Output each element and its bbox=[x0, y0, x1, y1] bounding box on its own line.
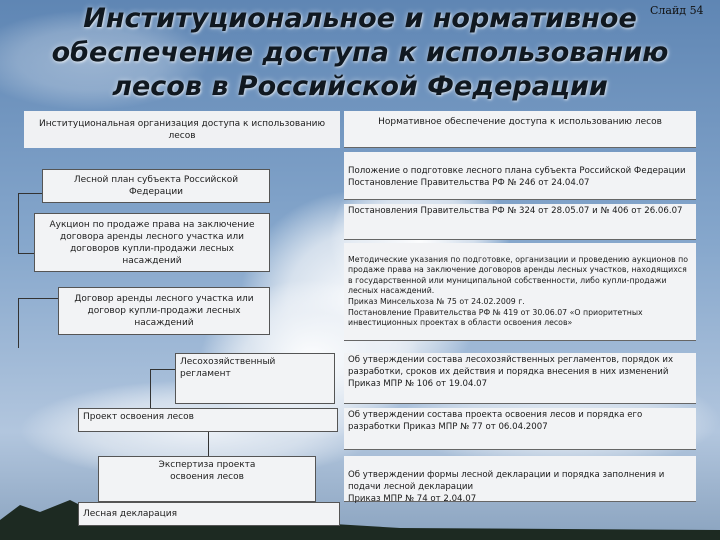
connector-line bbox=[150, 369, 151, 413]
lease-contract-box: Договор аренды лесного участка или догов… bbox=[58, 287, 270, 335]
connector-line bbox=[208, 431, 209, 457]
forest-development-project-box: Проект освоения лесов bbox=[78, 408, 338, 432]
declaration-act: Об утверждении формы лесной декларации и… bbox=[344, 456, 696, 504]
connector-line bbox=[18, 298, 58, 299]
regulation-text: Методические указания по подготовке, орг… bbox=[348, 254, 689, 328]
box-text: Экспертиза проекта освоения лесов bbox=[158, 460, 256, 482]
slide-title-line: Институциональное и нормативное bbox=[83, 3, 637, 34]
forest-declaration-box: Лесная декларация bbox=[78, 502, 340, 526]
regulation-text: Об утверждении формы лесной декларации и… bbox=[348, 470, 665, 504]
right-header-text: Нормативное обеспечение доступа к исполь… bbox=[378, 117, 662, 127]
connector-line bbox=[18, 298, 19, 348]
slide-title: Институциональное и нормативное обеспече… bbox=[20, 2, 700, 104]
regulation-text: Положение о подготовке лесного плана суб… bbox=[348, 166, 686, 188]
connector-line bbox=[18, 193, 42, 194]
left-header-text: Институциональная организация доступа к … bbox=[38, 118, 326, 141]
box-text: Лесохозяйственный регламент bbox=[180, 357, 276, 379]
box-text: Аукцион по продаже права на заключение д… bbox=[49, 219, 255, 266]
connector-line bbox=[18, 253, 34, 254]
contract-regulation: Методические указания по подготовке, орг… bbox=[344, 243, 696, 341]
regulation-text: Постановления Правительства РФ № 324 от … bbox=[348, 206, 683, 216]
left-column-header: Институциональная организация доступа к … bbox=[24, 111, 340, 148]
forestry-regulation-act: Об утверждении состава лесохозяйственных… bbox=[344, 353, 696, 404]
box-text: Проект освоения лесов bbox=[83, 412, 194, 422]
regulation-text: Об утверждении состава проекта освоения … bbox=[348, 410, 643, 432]
regulation-text: Об утверждении состава лесохозяйственных… bbox=[348, 355, 674, 389]
forestry-regulation-box: Лесохозяйственный регламент bbox=[175, 353, 335, 404]
auction-box: Аукцион по продаже права на заключение д… bbox=[34, 213, 270, 272]
project-expertise-box: Экспертиза проекта освоения лесов bbox=[98, 456, 316, 502]
slide-number: Слайд 54 bbox=[650, 4, 704, 17]
connector-line bbox=[150, 369, 175, 370]
right-column-header: Нормативное обеспечение доступа к исполь… bbox=[344, 111, 696, 148]
forest-plan-box: Лесной план субъекта Российской Федераци… bbox=[42, 169, 270, 203]
box-text: Лесной план субъекта Российской Федераци… bbox=[73, 175, 239, 197]
connector-line bbox=[18, 193, 19, 253]
box-text: Лесная декларация bbox=[83, 509, 178, 519]
development-project-act: Об утверждении состава проекта освоения … bbox=[344, 408, 696, 450]
forest-plan-regulation: Положение о подготовке лесного плана суб… bbox=[344, 152, 696, 200]
slide-title-line: лесов в Российской Федерации bbox=[112, 71, 608, 102]
slide-title-line: обеспечение доступа к использованию bbox=[51, 37, 669, 68]
auction-regulation: Постановления Правительства РФ № 324 от … bbox=[344, 204, 696, 240]
box-text: Договор аренды лесного участка или догов… bbox=[74, 294, 254, 328]
